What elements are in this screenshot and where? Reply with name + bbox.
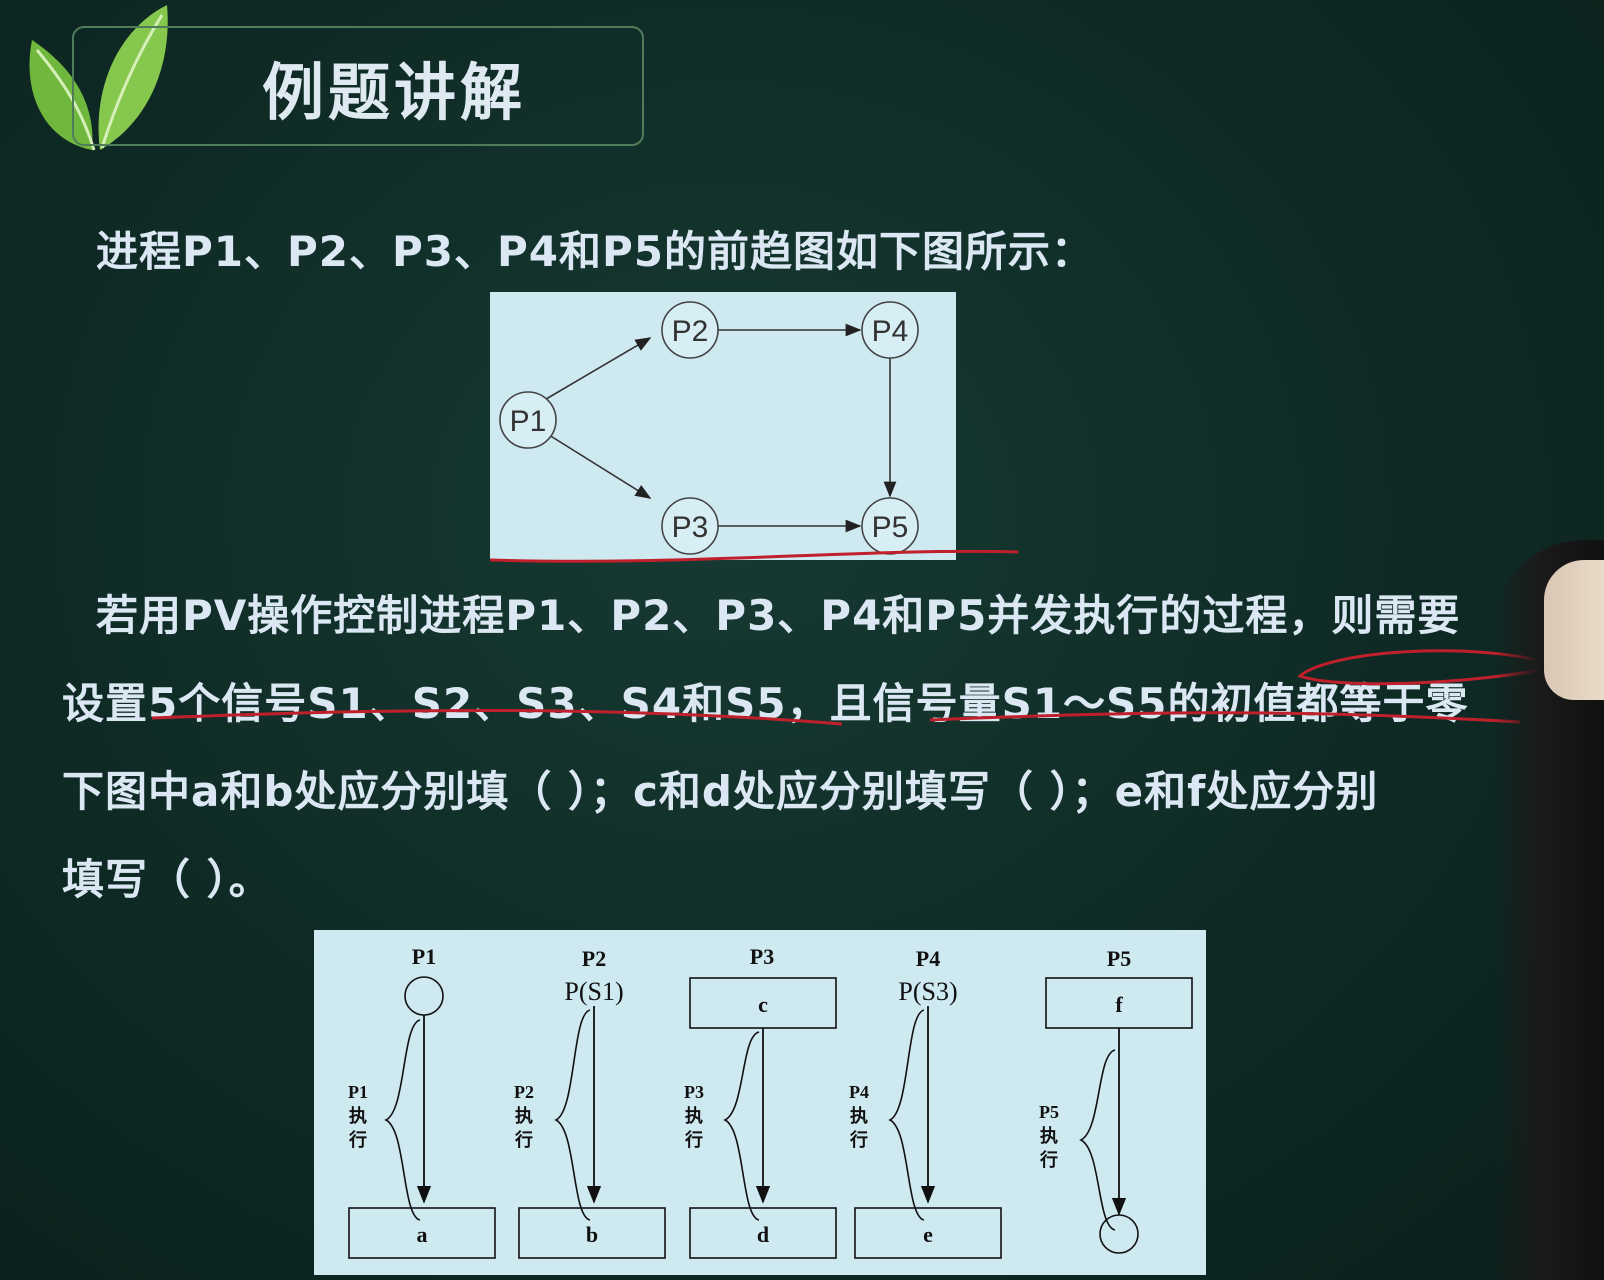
precedence-graph: P1 P2 P3 P4 P5 <box>490 292 956 560</box>
precedence-graph-svg: P1 P2 P3 P4 P5 <box>499 301 919 555</box>
exec-label: P1 <box>348 1082 368 1102</box>
exec-label: 执 <box>349 1105 367 1126</box>
end-circle <box>1099 1214 1139 1254</box>
exec-label: P4 <box>849 1082 869 1102</box>
op-label: P(S3) <box>898 977 957 1006</box>
exec-label: P3 <box>684 1082 704 1102</box>
question-line-1: 若用PV操作控制进程P1、P2、P3、P4和P5并发执行的过程，则需要 <box>96 591 1461 640</box>
pv-diagram-svg: P1 P2 P3 P4 P5 P1 执 行 a P(S1) P2 执 行 b <box>348 944 1193 1259</box>
node-label: P5 <box>872 511 909 544</box>
exec-label: P5 <box>1039 1102 1059 1122</box>
col-header: P4 <box>916 946 940 971</box>
exec-label: 执 <box>685 1105 703 1126</box>
col-header: P2 <box>582 946 606 971</box>
op-label: P(S1) <box>564 977 623 1006</box>
leaf-logo-icon <box>29 5 168 151</box>
exec-label: 执 <box>850 1105 868 1126</box>
edge-p1-p2 <box>540 337 652 403</box>
slot-label: f <box>1115 992 1123 1017</box>
exec-label: 行 <box>348 1129 367 1150</box>
question-line-4: 填写（ ）。 <box>62 855 272 904</box>
exec-label: 执 <box>515 1105 533 1126</box>
pv-diagram: P1 P2 P3 P4 P5 P1 执 行 a P(S1) P2 执 行 b <box>314 930 1206 1275</box>
slot-d <box>689 1207 837 1259</box>
node-p2 <box>661 301 719 359</box>
node-label: P3 <box>672 511 709 544</box>
page-title: 例题讲解 <box>262 56 527 129</box>
col-header: P1 <box>412 944 436 969</box>
slot-label: d <box>757 1222 769 1247</box>
exec-label: P2 <box>514 1082 534 1102</box>
question-line-3: 下图中a和b处应分别填（ ）；c和d处应分别填写（ ）；e和f处应分别 <box>62 767 1379 816</box>
node-p4 <box>861 301 919 359</box>
slot-label: b <box>586 1222 598 1247</box>
exec-label: 行 <box>514 1129 533 1150</box>
node-label: P2 <box>672 315 709 348</box>
col-header: P5 <box>1107 946 1131 971</box>
slot-label: e <box>923 1222 933 1247</box>
title-frame <box>72 26 644 146</box>
question-line-2: 设置5个信号S1、S2、S3、S4和S5，且信号量S1～S5的初值都等于零 <box>62 679 1469 728</box>
node-label: P4 <box>872 315 909 348</box>
slot-b <box>518 1207 666 1259</box>
slot-label: c <box>758 992 768 1017</box>
exec-label: 行 <box>684 1129 703 1150</box>
exec-label: 行 <box>849 1129 868 1150</box>
node-label: P1 <box>510 405 547 438</box>
start-circle <box>404 976 444 1016</box>
edge-p1-p3 <box>540 429 652 499</box>
slot-a <box>348 1207 496 1259</box>
node-p1 <box>499 391 557 449</box>
slot-label: a <box>417 1222 428 1247</box>
exec-label: 执 <box>1040 1125 1058 1146</box>
col-header: P3 <box>750 944 774 969</box>
slot-e <box>854 1207 1002 1259</box>
presenter-face <box>1544 560 1604 700</box>
exec-label: 行 <box>1039 1149 1058 1170</box>
question-intro: 进程P1、P2、P3、P4和P5的前趋图如下图所示： <box>96 227 1095 276</box>
